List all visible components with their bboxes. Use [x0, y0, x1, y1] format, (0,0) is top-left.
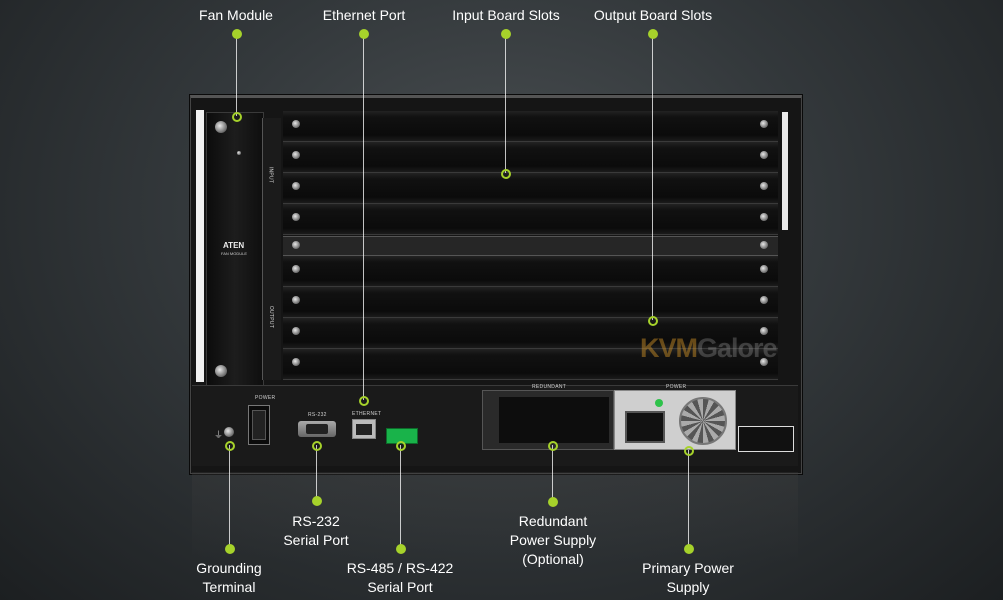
input-slots-top-dot	[501, 29, 511, 39]
fan-module-top-dot	[232, 29, 242, 39]
fan-module-label: Fan Module	[199, 7, 273, 23]
rs232-point	[312, 441, 322, 451]
slot-screw	[760, 358, 768, 366]
fan-module-leader	[236, 33, 237, 116]
redundant-psu-bay[interactable]	[482, 390, 614, 450]
primary-psu-leader	[688, 450, 689, 548]
redundant-psu-point	[548, 441, 558, 451]
slot-screw	[292, 182, 300, 190]
ethernet-port-label: Ethernet Port	[322, 7, 406, 23]
fan-side-strip	[262, 118, 281, 380]
slot-screw	[292, 327, 300, 335]
primary-psu-point	[684, 446, 694, 456]
output-board-slot-4[interactable]	[283, 349, 778, 380]
output-slots-leader	[652, 33, 653, 320]
slot-screw	[292, 213, 300, 221]
warning-label	[738, 426, 794, 452]
slot-screw	[292, 241, 300, 249]
rs232-connector	[306, 424, 328, 434]
power-switch[interactable]	[248, 405, 270, 445]
fan-bottom-screw	[215, 365, 227, 377]
grounding-leader	[229, 445, 230, 548]
watermark: KVMGalore	[640, 333, 778, 363]
slot-screw	[760, 241, 768, 249]
ethernet-port-leader	[363, 33, 364, 400]
grounding-screw[interactable]	[224, 427, 234, 437]
power-label: POWER	[666, 384, 687, 390]
input-board-slot-4[interactable]	[283, 204, 778, 235]
slot-screw	[292, 120, 300, 128]
input-board-slot-2[interactable]	[283, 142, 778, 173]
rs485-leader	[400, 445, 401, 548]
chassis-left-edge	[196, 110, 204, 382]
output-board-slots-label: Output Board Slots	[593, 7, 713, 23]
input-slots-leader	[505, 33, 506, 173]
slot-screw	[760, 120, 768, 128]
redundant-psu-cover	[499, 397, 609, 443]
rs232-leader	[316, 445, 317, 500]
grounding-bottom-dot	[225, 544, 235, 554]
slot-screw	[292, 151, 300, 159]
grounding-point	[225, 441, 235, 451]
chassis-right-edge	[782, 112, 788, 230]
psu-fan-icon	[679, 397, 727, 445]
redundant-psu-leader	[552, 445, 553, 501]
fan-module[interactable]: ATEN FAN MODULE	[206, 112, 264, 386]
slot-screw	[760, 265, 768, 273]
redundant-psu-bottom-dot	[548, 497, 558, 507]
input-board-slot-3[interactable]	[283, 173, 778, 204]
output-slots-point	[648, 316, 658, 326]
slot-screw	[760, 213, 768, 221]
output-board-slot-3[interactable]	[283, 318, 778, 349]
ethernet-port[interactable]	[352, 419, 376, 439]
primary-psu[interactable]	[614, 390, 736, 450]
slot-screw	[760, 296, 768, 304]
fan-module-point	[232, 112, 242, 122]
input-board-slot-1[interactable]	[283, 111, 778, 142]
ethernet-socket	[356, 424, 372, 435]
slot-divider	[283, 236, 778, 256]
slot-screw	[292, 358, 300, 366]
ethernet-top-dot	[359, 29, 369, 39]
slot-screw	[760, 182, 768, 190]
input-slots-point	[501, 169, 511, 179]
rs232-bottom-dot	[312, 496, 322, 506]
output-board-slot-2[interactable]	[283, 287, 778, 318]
rs485-bottom-dot	[396, 544, 406, 554]
power-inlet[interactable]	[625, 411, 665, 443]
output-section-label: OUTPUT	[268, 305, 275, 329]
output-board-slot-1[interactable]	[283, 256, 778, 287]
rs232-label: RS-232	[308, 412, 327, 418]
power-switch-label: POWER	[255, 395, 276, 401]
input-section-label: INPUT	[267, 166, 274, 184]
output-slots-top-dot	[648, 29, 658, 39]
redundant-label: REDUNDANT	[532, 384, 567, 390]
fan-caption: FAN MODULE	[221, 251, 248, 256]
slot-screw	[760, 151, 768, 159]
psu-led	[655, 399, 663, 407]
slot-screw	[292, 265, 300, 273]
ethernet-label: ETHERNET	[352, 411, 382, 417]
input-board-slots-label: Input Board Slots	[452, 7, 560, 23]
fan-top-screw	[215, 121, 227, 133]
fan-led	[237, 151, 241, 155]
floor-reflection	[192, 472, 798, 562]
primary-psu-bottom-dot	[684, 544, 694, 554]
ground-symbol: ⏚	[214, 430, 224, 440]
slot-screw	[760, 327, 768, 335]
slot-screw	[292, 296, 300, 304]
fan-brand: ATEN	[223, 241, 245, 250]
rs485-point	[396, 441, 406, 451]
power-switch-rocker	[252, 410, 266, 440]
ethernet-point	[359, 396, 369, 406]
rs232-port[interactable]	[298, 421, 336, 437]
